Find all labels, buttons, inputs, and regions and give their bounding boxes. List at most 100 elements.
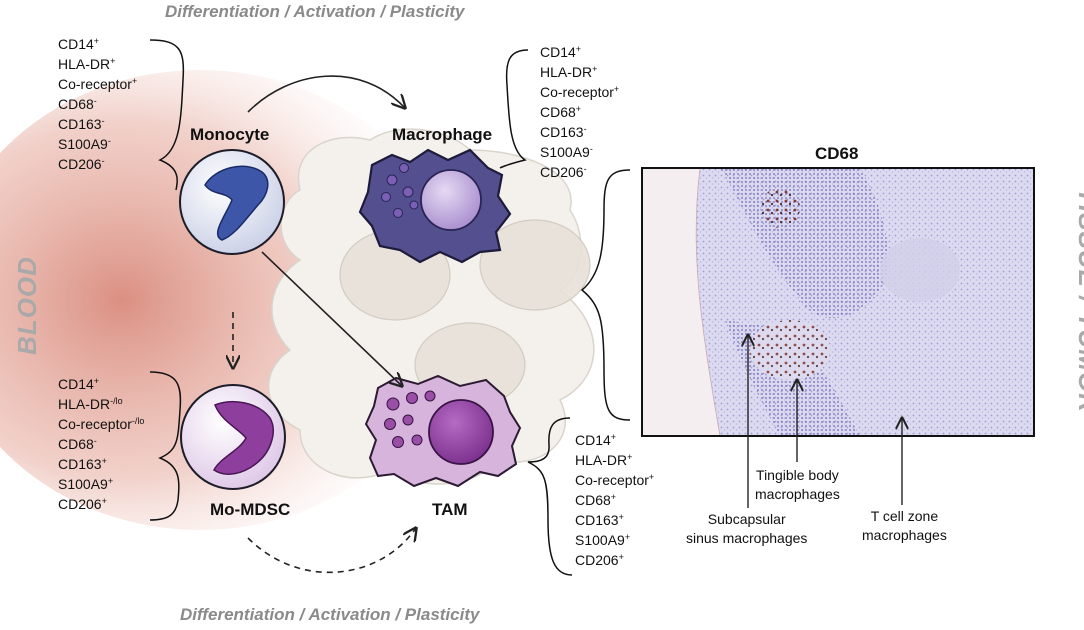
marker-name: CD14 — [540, 44, 576, 60]
marker-sign: + — [101, 456, 107, 466]
top-caption: Differentiation / Activation / Plasticit… — [165, 2, 465, 21]
marker-sign: + — [575, 104, 582, 114]
marker-item: CD163+ — [58, 454, 144, 474]
marker-item: Co-receptor-/lo — [58, 414, 144, 434]
marker-name: CD206 — [58, 496, 102, 512]
marker-item: CD163+ — [575, 510, 654, 530]
marker-sign: + — [131, 76, 138, 86]
macrophage-marker-list: CD14+HLA-DR+Co-receptor+CD68+CD163-S100A… — [540, 42, 619, 182]
micrograph-callout-arrows — [748, 335, 902, 508]
marker-name: S100A9 — [58, 136, 108, 152]
marker-sign: + — [592, 64, 598, 74]
marker-item: S100A9- — [58, 134, 137, 154]
monocyte-cell — [179, 149, 285, 255]
marker-sign: + — [101, 496, 107, 506]
mo-mdsc-label: Mo-MDSC — [210, 500, 291, 519]
monocyte-label: Monocyte — [190, 125, 270, 144]
marker-name: Co-receptor — [58, 416, 132, 432]
tissue-tumor-label: TISSUE / TUMOR — [1072, 188, 1084, 413]
marker-name: CD14 — [58, 36, 94, 52]
marker-sign: + — [610, 492, 617, 502]
marker-sign: + — [610, 432, 617, 442]
marker-item: CD206- — [540, 162, 619, 182]
marker-item: CD206+ — [575, 550, 654, 570]
marker-sign: + — [613, 84, 620, 94]
marker-sign: - — [101, 156, 105, 166]
marker-item: CD163- — [540, 122, 619, 142]
marker-name: CD206 — [575, 552, 619, 568]
marker-item: S100A9- — [540, 142, 619, 162]
marker-sign: + — [618, 552, 624, 562]
marker-sign: + — [624, 532, 631, 542]
marker-item: CD68- — [58, 94, 137, 114]
marker-item: CD206+ — [58, 494, 144, 514]
micrograph-title: CD68 — [815, 144, 859, 163]
marker-name: CD206 — [540, 164, 584, 180]
marker-sign: + — [93, 36, 100, 46]
tam-marker-list: CD14+HLA-DR+Co-receptor+CD68+CD163+S100A… — [575, 430, 654, 570]
mo-mdsc-cell — [180, 384, 286, 490]
marker-sign: - — [93, 96, 97, 106]
marker-name: CD163 — [540, 124, 584, 140]
marker-item: HLA-DR+ — [540, 62, 619, 82]
marker-sign: - — [101, 116, 105, 126]
marker-sign: - — [107, 136, 111, 146]
macrophage-cell — [358, 148, 512, 264]
marker-sign: + — [618, 512, 624, 522]
marker-item: HLA-DR+ — [58, 54, 137, 74]
marker-item: CD206- — [58, 154, 137, 174]
marker-item: CD14+ — [575, 430, 654, 450]
marker-name: HLA-DR — [575, 452, 628, 468]
marker-name: CD14 — [58, 376, 94, 392]
marker-item: Co-receptor+ — [58, 74, 137, 94]
marker-sign: + — [627, 452, 633, 462]
marker-name: CD68 — [58, 96, 94, 112]
micrograph-image — [641, 167, 1035, 437]
marker-item: CD163- — [58, 114, 137, 134]
brace-micrograph — [580, 169, 631, 421]
marker-name: Co-receptor — [540, 84, 614, 100]
marker-item: HLA-DR-/lo — [58, 394, 144, 414]
callout-subcapsular: Subcapsular sinus macrophages — [686, 510, 807, 548]
marker-name: Co-receptor — [58, 76, 132, 92]
callout-subcapsular-line1: Subcapsular — [707, 511, 786, 527]
marker-sign: + — [93, 376, 100, 386]
brace-tam — [527, 417, 573, 576]
marker-sign: - — [93, 436, 97, 446]
marker-sign: + — [107, 476, 114, 486]
marker-name: HLA-DR — [58, 396, 111, 412]
marker-item: HLA-DR+ — [575, 450, 654, 470]
marker-item: CD14+ — [58, 374, 144, 394]
callout-tcell: T cell zone macrophages — [862, 507, 947, 545]
marker-sign: -/lo — [131, 416, 145, 426]
marker-name: CD14 — [575, 432, 611, 448]
callout-tcell-line1: T cell zone — [870, 508, 939, 524]
marker-sign: + — [110, 56, 116, 66]
marker-name: HLA-DR — [540, 64, 593, 80]
brace-monocyte — [149, 39, 185, 191]
marker-item: S100A9+ — [575, 530, 654, 550]
callout-subcapsular-line2: sinus macrophages — [686, 530, 808, 546]
blood-label: BLOOD — [11, 256, 42, 355]
monocyte-marker-list: CD14+HLA-DR+Co-receptor+CD68-CD163-S100A… — [58, 34, 137, 174]
marker-name: S100A9 — [540, 144, 590, 160]
marker-name: CD206 — [58, 156, 102, 172]
bottom-caption: Differentiation / Activation / Plasticit… — [180, 605, 480, 624]
arrows — [233, 75, 416, 574]
marker-name: S100A9 — [58, 476, 108, 492]
marker-sign: - — [583, 164, 587, 174]
marker-item: Co-receptor+ — [575, 470, 654, 490]
marker-item: CD68+ — [575, 490, 654, 510]
marker-name: S100A9 — [575, 532, 625, 548]
callout-tingible-line2: macrophages — [755, 486, 840, 502]
tam-cell — [364, 374, 522, 488]
marker-sign: + — [648, 472, 655, 482]
marker-item: CD14+ — [58, 34, 137, 54]
marker-name: CD163 — [58, 456, 102, 472]
marker-name: Co-receptor — [575, 472, 649, 488]
marker-item: CD68- — [58, 434, 144, 454]
marker-item: Co-receptor+ — [540, 82, 619, 102]
marker-name: HLA-DR — [58, 56, 111, 72]
